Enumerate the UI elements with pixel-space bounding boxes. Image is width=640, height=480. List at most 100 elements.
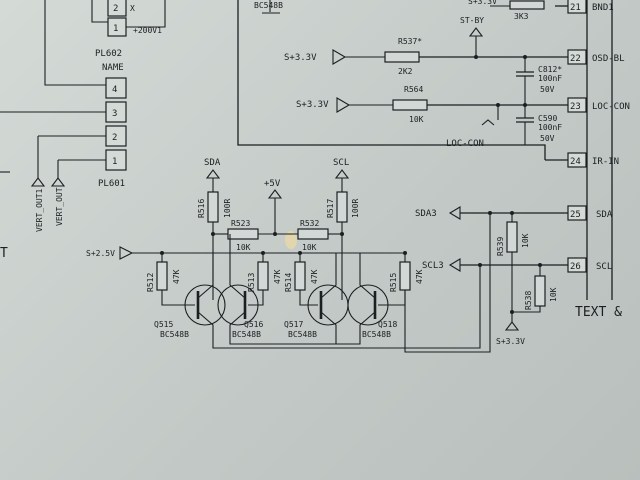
svg-text:NAME: NAME — [102, 63, 124, 73]
svg-text:IR-IN: IR-IN — [592, 157, 619, 167]
capacitor-c812: C812* 100nF 50V — [516, 55, 562, 105]
svg-text:+200V1: +200V1 — [133, 26, 162, 35]
svg-text:10K: 10K — [549, 287, 558, 302]
svg-text:2: 2 — [112, 133, 117, 143]
svg-text:R537*: R537* — [398, 37, 422, 46]
svg-text:C590: C590 — [538, 114, 557, 123]
svg-text:BC548B: BC548B — [232, 330, 261, 339]
svg-text:OSD-BL: OSD-BL — [592, 54, 625, 64]
svg-text:100nF: 100nF — [538, 123, 562, 132]
svg-text:1: 1 — [113, 24, 118, 34]
svg-text:10K: 10K — [409, 115, 424, 124]
svg-text:Q515: Q515 — [154, 320, 173, 329]
svg-text:VERT_OUT: VERT_OUT — [55, 187, 64, 226]
svg-text:SDA: SDA — [204, 158, 221, 168]
svg-text:47K: 47K — [310, 269, 319, 284]
resistor-r538: R538 10K — [510, 263, 558, 314]
svg-text:100R: 100R — [351, 199, 360, 218]
svg-text:SCL: SCL — [596, 262, 612, 272]
svg-text:S+3.3V: S+3.3V — [296, 100, 329, 110]
transistor-q517: Q517 BC548B — [284, 253, 349, 340]
svg-text:R523: R523 — [231, 219, 250, 228]
supply-3v3-r564: S+3.3V — [296, 97, 393, 113]
sda3-terminal: SDA3 — [415, 206, 492, 220]
sda-terminal: SDA — [204, 158, 221, 192]
svg-text:50V: 50V — [540, 134, 555, 143]
transistor-q515: Q515 BC548B — [154, 253, 226, 340]
svg-text:24: 24 — [570, 157, 581, 167]
resistor-r537: R537* 2K2 — [384, 37, 422, 76]
ic-pin-24: 24 IR-IN — [545, 152, 619, 168]
resistor-3k3: 3K3 — [490, 0, 545, 21]
ic-body — [586, 0, 613, 300]
supply-3v3-bottom: S+3.3V — [496, 321, 525, 346]
svg-text:SCL: SCL — [333, 158, 349, 168]
svg-text:25: 25 — [570, 210, 581, 220]
svg-text:26: 26 — [570, 262, 581, 272]
svg-text:Q516: Q516 — [244, 320, 263, 329]
svg-text:BC548B: BC548B — [362, 330, 391, 339]
svg-text:R564: R564 — [404, 85, 423, 94]
transistor-q516: Q516 BC548B — [217, 234, 263, 340]
svg-text:PL601: PL601 — [98, 179, 125, 189]
ic-pin-22: 22 OSD-BL — [412, 49, 625, 65]
svg-text:R514: R514 — [284, 273, 293, 292]
capacitor-c590: C590 100nF 50V — [516, 103, 562, 145]
svg-text:VERT_OUT1: VERT_OUT1 — [35, 188, 44, 232]
svg-text:SDA3: SDA3 — [415, 209, 437, 219]
supply-3v3-top: S+3.3V — [468, 0, 497, 6]
svg-text:+5V: +5V — [264, 179, 281, 189]
svg-text:R516: R516 — [197, 199, 206, 218]
ic-pin-23: 23 LOC-CON — [412, 97, 630, 113]
svg-text:21: 21 — [570, 3, 581, 13]
svg-text:SDA: SDA — [596, 210, 613, 220]
resistor-r532: R532 10K — [297, 219, 344, 252]
svg-text:47K: 47K — [415, 269, 424, 284]
svg-text:T: T — [0, 246, 8, 261]
resistor-r564: R564 10K — [392, 85, 428, 124]
svg-text:Q518: Q518 — [378, 320, 397, 329]
svg-text:X: X — [130, 4, 135, 13]
loc-con-net: LOC-CON — [446, 103, 500, 149]
svg-text:23: 23 — [570, 102, 581, 112]
svg-text:1: 1 — [112, 157, 117, 167]
svg-text:SCL3: SCL3 — [422, 261, 444, 271]
stby-terminal: ST-BY — [460, 16, 484, 59]
text-label: TEXT & — [575, 305, 622, 320]
svg-text:47K: 47K — [273, 269, 282, 284]
svg-text:R538: R538 — [524, 291, 533, 310]
resistor-r516: R516 100R — [197, 191, 232, 300]
resistor-r515: R515 47K — [378, 253, 424, 306]
svg-text:100nF: 100nF — [538, 74, 562, 83]
resistor-r514: R514 47K — [284, 253, 319, 306]
svg-text:ST-BY: ST-BY — [460, 16, 484, 25]
scl-terminal: SCL — [333, 158, 349, 192]
svg-text:3: 3 — [112, 109, 117, 119]
svg-text:4: 4 — [112, 85, 117, 95]
ic-pin-26: 26 SCL — [460, 257, 612, 273]
resistor-r513: R513 47K — [247, 253, 282, 306]
paper-stain — [285, 231, 297, 249]
svg-text:R513: R513 — [247, 273, 256, 292]
svg-text:R515: R515 — [389, 273, 398, 292]
svg-text:S+3.3V: S+3.3V — [284, 53, 317, 63]
connector-pl602: 2 1 X +200V1 PL602 NAME — [44, 0, 166, 86]
svg-text:R512: R512 — [146, 273, 155, 292]
svg-text:R539: R539 — [496, 237, 505, 256]
svg-text:50V: 50V — [540, 85, 555, 94]
svg-text:BC548B: BC548B — [160, 330, 189, 339]
ic-pin-21: 21 BND1 — [555, 0, 614, 14]
supply-3v3-r537: S+3.3V — [284, 49, 385, 65]
left-edge-fragment: T — [0, 171, 10, 261]
svg-text:S+2.5V: S+2.5V — [86, 249, 115, 258]
plus5v-terminal: +5V — [264, 179, 283, 236]
svg-text:LOC-CON: LOC-CON — [446, 139, 484, 149]
svg-text:PL602: PL602 — [95, 49, 122, 59]
svg-text:R517: R517 — [326, 199, 335, 218]
svg-text:2K2: 2K2 — [398, 67, 413, 76]
svg-text:10K: 10K — [236, 243, 251, 252]
bottom-return-wires — [212, 213, 491, 353]
transistor-q518: Q518 BC548B — [347, 253, 397, 340]
svg-text:10K: 10K — [521, 233, 530, 248]
